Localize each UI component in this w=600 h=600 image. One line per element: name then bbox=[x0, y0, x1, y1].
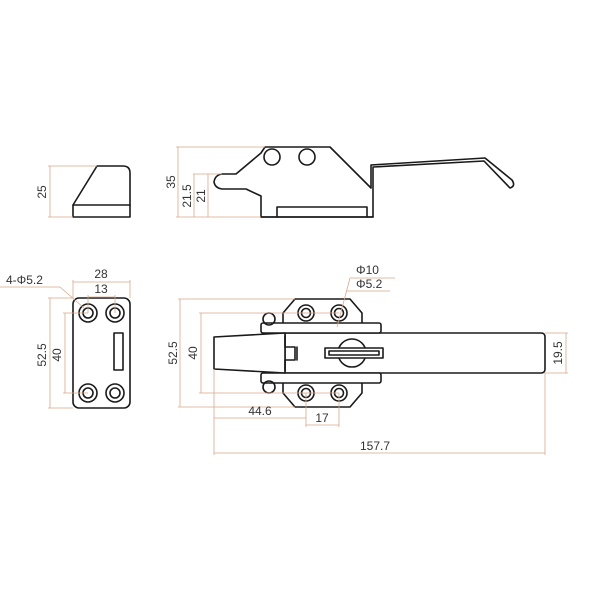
dim-latch-overall-height: 35 bbox=[164, 175, 178, 189]
dim-small-hole: Φ5.2 bbox=[356, 277, 383, 291]
dim-overall-length: 157.7 bbox=[360, 439, 390, 453]
dim-handle-width: 19.5 bbox=[551, 341, 565, 365]
dim-hook-height-inner: 21 bbox=[194, 189, 208, 203]
dim-large-hole: Φ10 bbox=[356, 263, 379, 277]
dim-strike-height: 52.5 bbox=[35, 343, 49, 367]
strike-side-view: 25 bbox=[35, 165, 131, 218]
dim-strike-width: 28 bbox=[94, 267, 108, 281]
dim-latch-hole-spacing-x: 17 bbox=[315, 411, 329, 425]
dim-strike-height: 25 bbox=[35, 185, 49, 199]
mount-hole-icon bbox=[78, 303, 125, 403]
dim-tip-to-hole: 44.6 bbox=[248, 404, 272, 418]
strike-top-view: 4-Φ5.2 28 13 52.5 40 bbox=[0, 267, 131, 409]
dim-strike-hole-spacing-y: 40 bbox=[50, 348, 64, 362]
dim-latch-height: 52.5 bbox=[166, 341, 180, 365]
dim-hook-height-outer: 21.5 bbox=[180, 184, 194, 208]
dim-strike-hole-spacing-x: 13 bbox=[94, 282, 108, 296]
dim-latch-hole-spacing-y: 40 bbox=[186, 346, 200, 360]
latch-top-view: Φ10 Φ5.2 52.5 40 44.6 17 157.7 19.5 bbox=[166, 263, 568, 455]
dim-strike-hole-label: 4-Φ5.2 bbox=[6, 273, 43, 287]
latch-side-view: 35 21.5 21 bbox=[164, 146, 515, 218]
